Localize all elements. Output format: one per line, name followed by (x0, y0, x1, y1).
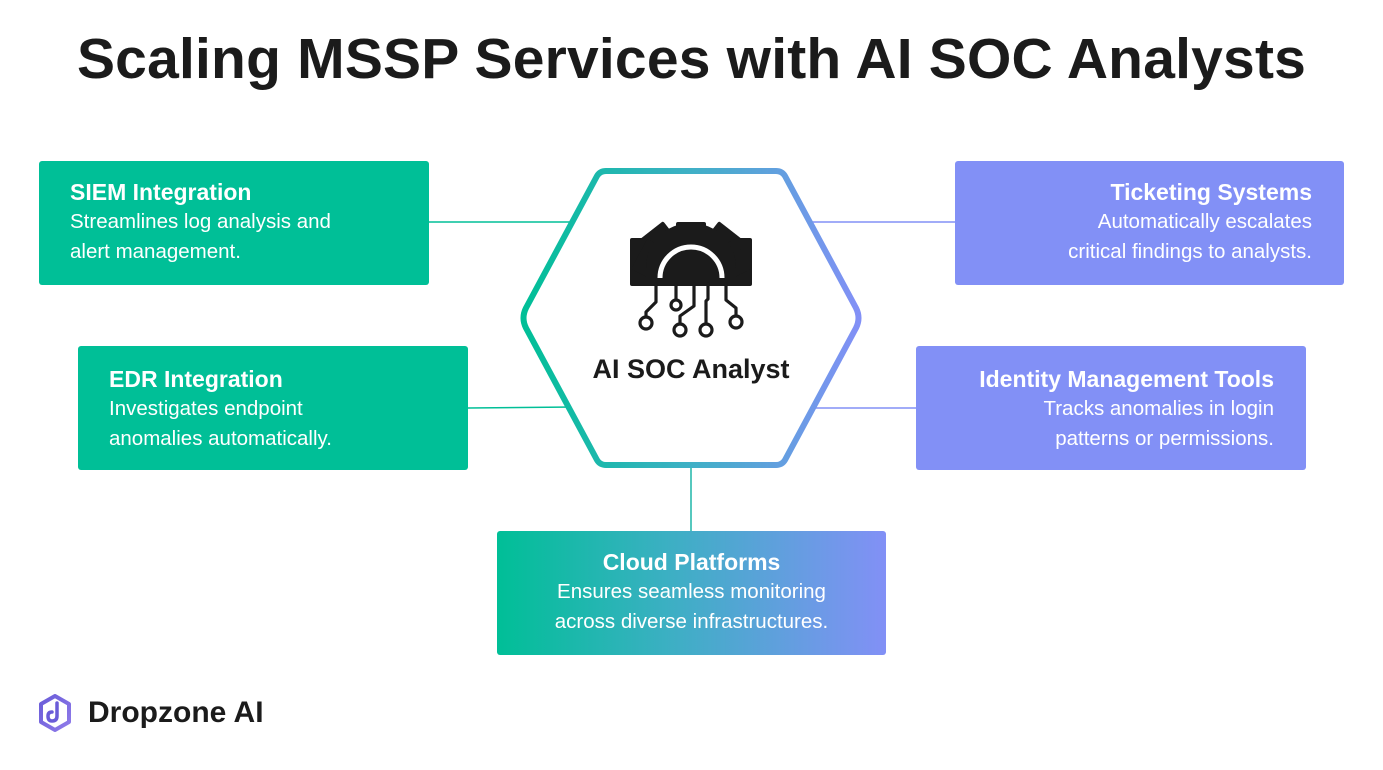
edr-card-title: EDR Integration (109, 366, 283, 392)
cloud-card-description: Ensures seamless monitoring across diver… (554, 580, 829, 633)
identity-card-description: Tracks anomalies in login patterns or pe… (1043, 397, 1274, 450)
cloud-card-title: Cloud Platforms (602, 549, 781, 575)
ticketing-card-title: Ticketing Systems (1110, 179, 1312, 205)
ai-soc-analyst-hub: AI SOC Analyst (518, 166, 864, 470)
brand-name: Dropzone AI (88, 696, 264, 729)
ticketing-systems-card: Ticketing Systems Automatically escalate… (955, 161, 1344, 285)
siem-card-description: Streamlines log analysis and alert manag… (70, 210, 331, 263)
gear-circuit-icon (630, 221, 752, 338)
identity-management-card: Identity Management Tools Tracks anomali… (916, 346, 1306, 470)
brand: Dropzone AI (38, 692, 264, 734)
hub-label: AI SOC Analyst (592, 354, 790, 384)
siem-integration-card: SIEM Integration Streamlines log analysi… (39, 161, 429, 285)
edr-card-description: Investigates endpoint anomalies automati… (109, 397, 332, 450)
hexagon-frame (520, 168, 862, 468)
ticketing-card-description: Automatically escalates critical finding… (1068, 210, 1312, 263)
identity-card-title: Identity Management Tools (979, 366, 1274, 392)
edr-integration-card: EDR Integration Investigates endpoint an… (78, 346, 468, 470)
siem-card-title: SIEM Integration (70, 179, 252, 205)
page-title: Scaling MSSP Services with AI SOC Analys… (76, 27, 1307, 91)
dropzone-logo-icon (39, 694, 71, 732)
connector-edr (467, 406, 575, 409)
cloud-platforms-card: Cloud Platforms Ensures seamless monitor… (497, 531, 886, 655)
